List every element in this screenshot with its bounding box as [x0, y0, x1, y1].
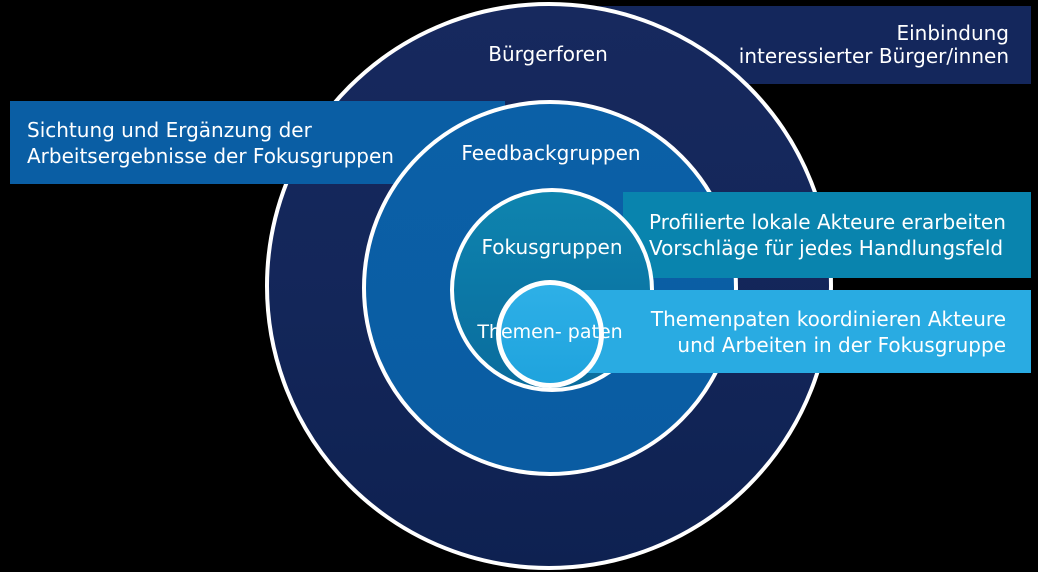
- ring-label-themenpaten: Themen- paten: [477, 320, 622, 344]
- callout-profilierte-line-1: Profilierte lokale Akteure erarbeiten: [649, 210, 1006, 234]
- themenpaten-circle: [496, 280, 604, 388]
- ring-label-fokusgruppen: Fokusgruppen: [481, 235, 623, 259]
- callout-sichtung-line-1: Sichtung und Ergänzung der: [27, 117, 312, 142]
- callout-einbindung-line-1: Einbindung: [896, 21, 1009, 45]
- callout-profilierte-line-2: Vorschläge für jedes Handlungsfeld: [649, 236, 1004, 260]
- ring-label-buergerforen: Bürgerforen: [488, 42, 608, 66]
- ring-label-themenpaten-line-1: Themen-: [477, 321, 562, 343]
- callout-koordination-line-1: Themenpaten koordinieren Akteure: [650, 306, 1006, 331]
- callout-koordination: Themenpaten koordinieren Akteure und Arb…: [560, 290, 1031, 373]
- callout-profilierte: Profilierte lokale Akteure erarbeiten Vo…: [623, 192, 1031, 278]
- callout-koordination-line-2: und Arbeiten in der Fokusgruppe: [677, 332, 1006, 357]
- ring-label-feedbackgruppen: Feedbackgruppen: [461, 141, 641, 165]
- callout-einbindung-line-2: interessierter Bürger/innen: [738, 44, 1009, 68]
- callout-sichtung-line-2: Arbeitsergebnisse der Fokusgruppen: [27, 143, 394, 168]
- ring-label-themenpaten-line-2: paten: [567, 321, 623, 343]
